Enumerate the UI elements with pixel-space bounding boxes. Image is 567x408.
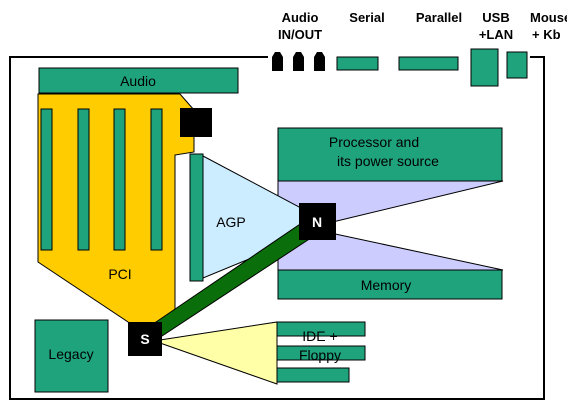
ide-floppy-region: [159, 321, 278, 385]
audio-port-label-2: IN/OUT: [278, 27, 322, 42]
usb-port-label-2: +LAN: [479, 27, 513, 42]
processor-label-2: its power source: [337, 153, 439, 169]
audio-label: Audio: [120, 73, 156, 89]
memory-box: [277, 269, 503, 300]
pci-slot: [40, 108, 53, 251]
floppy-connector: [276, 367, 350, 383]
serial-port-label: Serial: [349, 10, 384, 25]
pci-slot: [150, 108, 163, 251]
memory-label: Memory: [361, 277, 412, 293]
ports: [272, 48, 528, 87]
legacy-box: [34, 319, 109, 393]
processor-label-1: Processor and: [329, 134, 419, 150]
agp-slot: [189, 153, 204, 282]
south-bridge-label: S: [140, 331, 149, 347]
parallel-port-label: Parallel: [416, 10, 462, 25]
ide-connector: [276, 321, 366, 337]
mouse-port-label-1: Mouse: [530, 10, 567, 25]
audio-bar: [38, 67, 239, 94]
agp-label: AGP: [216, 214, 246, 230]
board-outline: [9, 56, 545, 400]
north-bridge-chip: [299, 203, 336, 240]
audio-chip: [180, 108, 212, 137]
ide-label-2: Floppy: [299, 347, 341, 363]
north-bridge-label: N: [312, 214, 322, 230]
legacy-label: Legacy: [48, 346, 93, 362]
pci-slot: [77, 108, 90, 251]
parallel-port: [398, 56, 459, 71]
port-labels: Audio IN/OUT Serial Parallel USB +LAN Mo…: [278, 10, 567, 42]
pci-slots: [40, 108, 163, 251]
pci-slot: [113, 108, 126, 251]
south-bridge-chip: [128, 322, 162, 356]
usb-port-label-1: USB: [482, 10, 509, 25]
audio-jacks: [272, 52, 325, 71]
mouse-port-label-2: + Kb: [532, 27, 561, 42]
serial-port: [336, 56, 379, 71]
ide-floppy-connectors: [276, 321, 366, 383]
mouse-kb-port: [506, 51, 528, 79]
processor-box: [277, 127, 503, 182]
ide-label-1: IDE +: [302, 328, 337, 344]
pci-label: PCI: [108, 266, 131, 282]
usb-lan-port: [470, 48, 499, 87]
ide-connector: [276, 345, 366, 361]
audio-port-label-1: Audio: [282, 10, 319, 25]
